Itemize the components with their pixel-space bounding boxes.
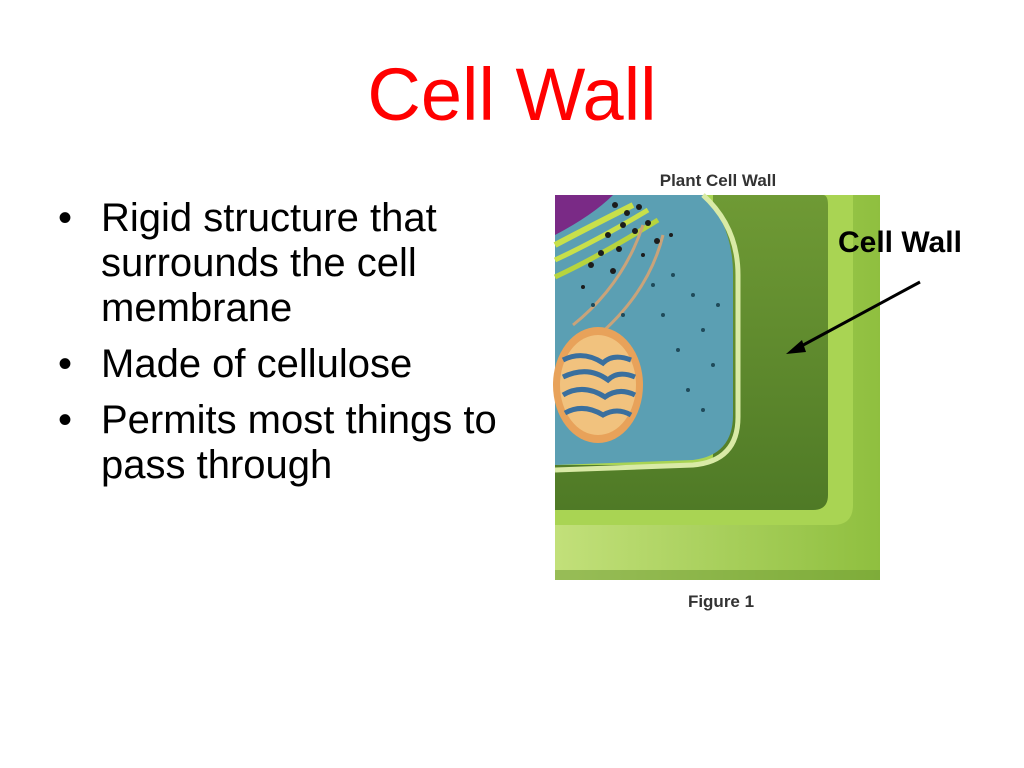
bullet-text: Rigid structure that surrounds the cell … <box>101 196 437 330</box>
bullet-item: • Made of cellulose <box>52 342 522 387</box>
bullet-item: • Rigid structure that surrounds the cel… <box>52 196 522 331</box>
callout-arrow-icon <box>786 280 921 354</box>
mitochondrion <box>553 327 643 443</box>
plant-cell-wall-illustration: Plant Cell Wall <box>553 171 880 611</box>
slide-title: Cell Wall <box>367 53 657 136</box>
bullet-text: Permits most things to pass through <box>101 398 497 487</box>
cell-wall-callout-label: Cell Wall <box>838 226 962 259</box>
figure-caption: Figure 1 <box>688 592 754 611</box>
bullet-dot-icon: • <box>58 342 73 386</box>
bullet-text: Made of cellulose <box>101 342 413 386</box>
cell-illustration <box>553 193 880 580</box>
plant-cell-wall-figure: Plant Cell Wall <box>553 165 883 615</box>
bullet-item: • Permits most things to pass through <box>52 398 522 488</box>
bullet-list: • Rigid structure that surrounds the cel… <box>52 196 522 499</box>
bullet-dot-icon: • <box>58 196 73 240</box>
bullet-dot-icon: • <box>58 398 73 442</box>
figure-heading: Plant Cell Wall <box>660 171 777 190</box>
